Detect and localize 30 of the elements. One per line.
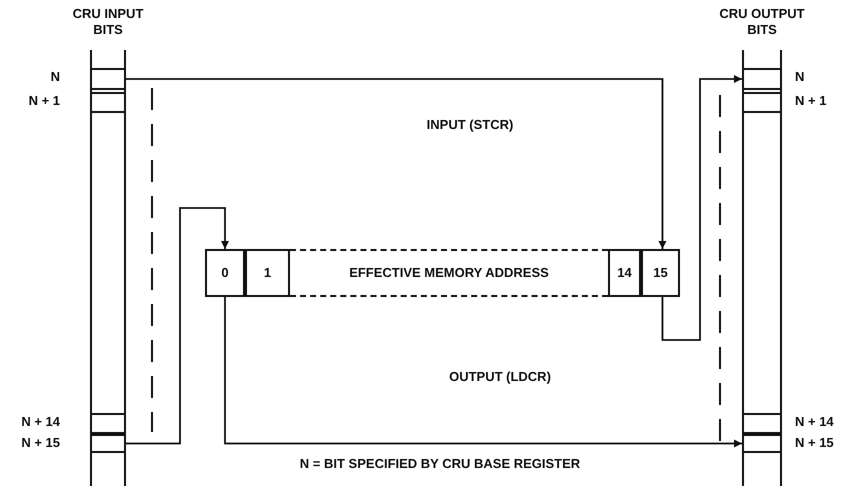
arrow <box>662 75 742 341</box>
bit-label: N + 1 <box>28 93 60 108</box>
bit-cell <box>742 92 782 113</box>
bit-label: N + 15 <box>21 435 60 450</box>
bit-cell <box>90 413 126 434</box>
register-bit-cell: 15 <box>641 249 680 297</box>
bit-cell <box>90 92 126 113</box>
register-bit-cell: 1 <box>245 249 290 297</box>
arrow <box>126 78 666 249</box>
register-bit-cell: 14 <box>608 249 641 297</box>
register-bit-cell: 0 <box>205 249 245 297</box>
bit-cell <box>742 68 782 90</box>
bit-cell <box>742 434 782 453</box>
bit-cell <box>90 434 126 453</box>
bit-label: N + 15 <box>795 435 834 450</box>
column-heading: CRU INPUT BITS <box>72 6 144 38</box>
bit-cell <box>742 413 782 434</box>
bit-label: N + 14 <box>795 414 834 429</box>
transfer-label: INPUT (STCR) <box>426 117 514 133</box>
bit-label: N + 14 <box>21 414 60 429</box>
footnote: N = BIT SPECIFIED BY CRU BASE REGISTER <box>298 456 582 472</box>
column-heading: CRU OUTPUT BITS <box>718 6 806 38</box>
bit-label: N <box>795 69 804 84</box>
transfer-label: OUTPUT (LDCR) <box>448 369 552 385</box>
arrow <box>224 297 742 448</box>
bit-cell <box>90 68 126 90</box>
register-field: EFFECTIVE MEMORY ADDRESS <box>290 249 608 297</box>
bit-label: N <box>50 69 60 84</box>
arrow <box>126 207 229 444</box>
bit-label: N + 1 <box>795 93 826 108</box>
